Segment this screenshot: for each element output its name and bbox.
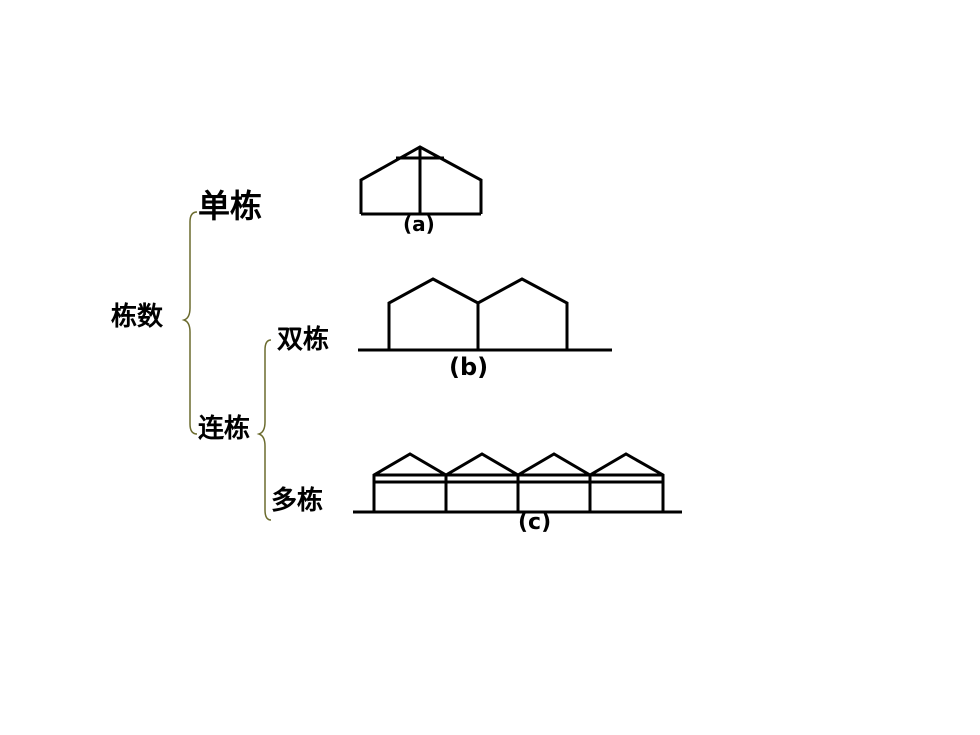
figure-a-caption: (a) (403, 212, 435, 236)
greenhouse-double-figure (358, 277, 612, 352)
multi-brace (256, 339, 272, 521)
root-label: 栋数 (111, 302, 164, 332)
many-span-label: 多栋 (271, 486, 324, 516)
figure-c-caption: (c) (518, 510, 552, 535)
greenhouse-multi-figure (353, 452, 682, 514)
single-span-label: 单栋 (198, 187, 263, 225)
multi-span-label: 连栋 (198, 414, 251, 444)
figure-b-caption: (b) (449, 353, 489, 381)
double-span-label: 双栋 (277, 325, 330, 355)
root-brace (181, 211, 198, 435)
greenhouse-single-figure (359, 145, 483, 216)
